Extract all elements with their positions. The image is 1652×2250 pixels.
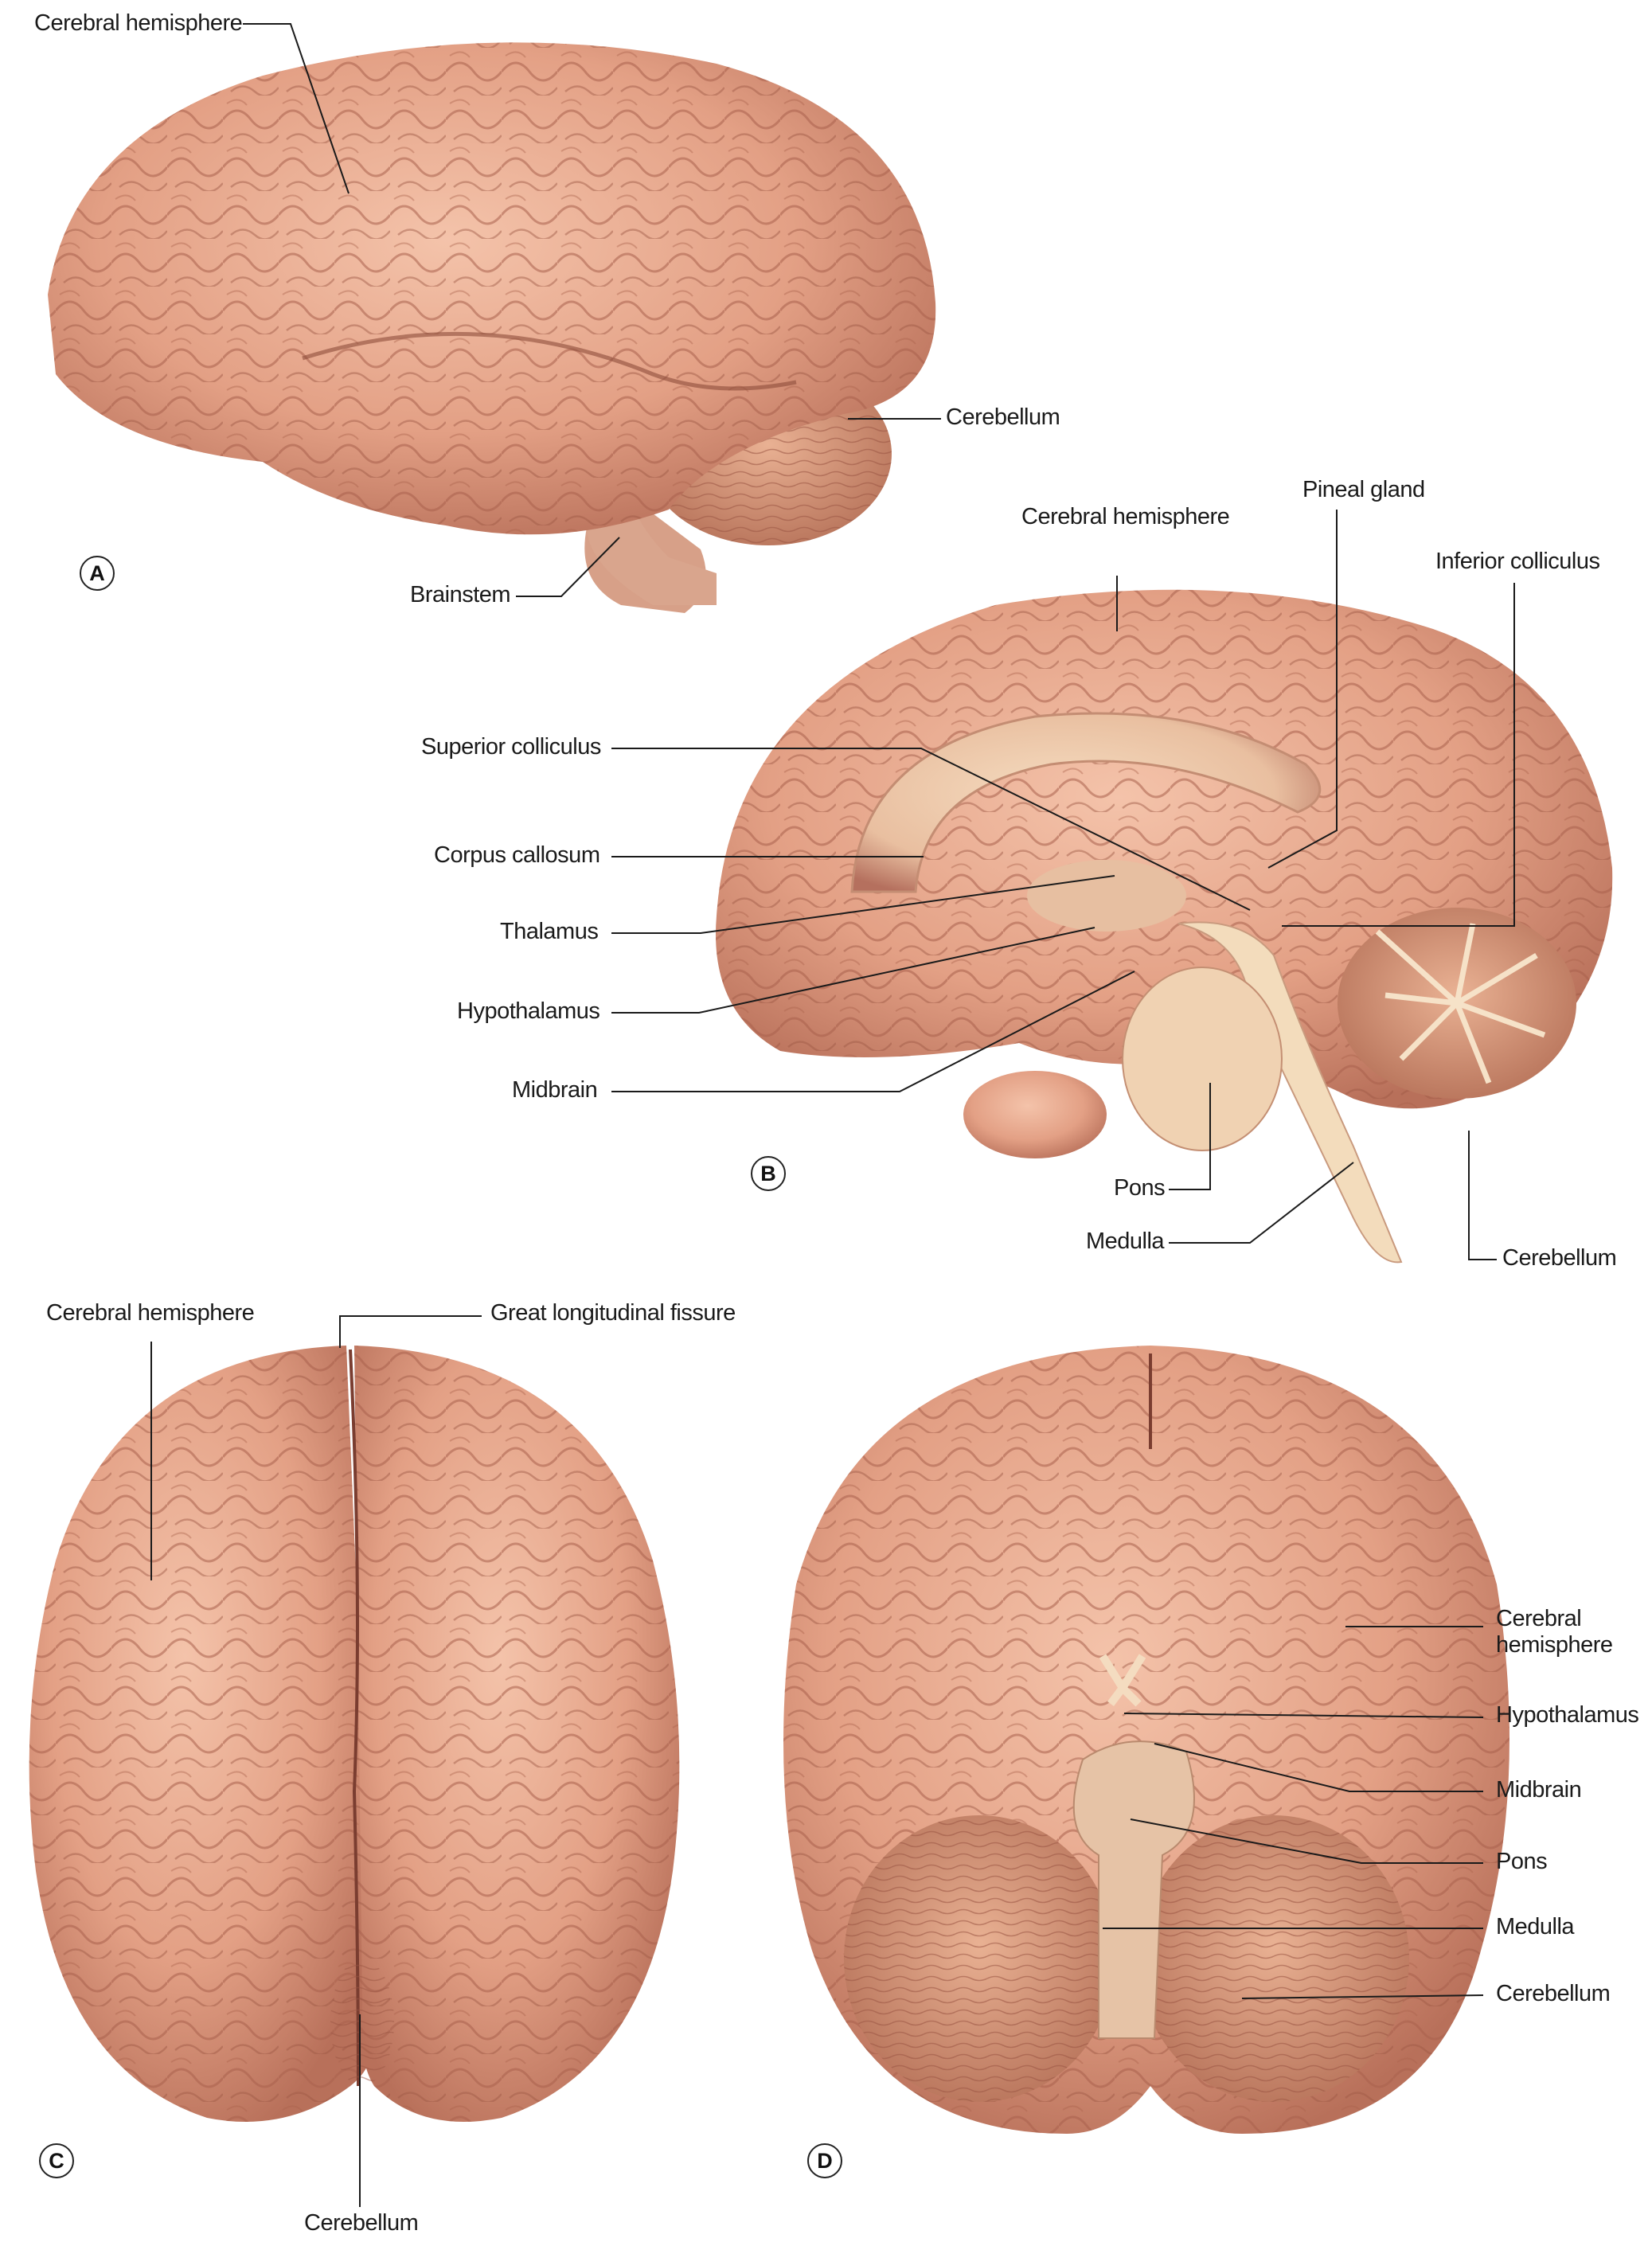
label-b-cerebellum: Cerebellum <box>1502 1245 1617 1271</box>
label-c-cerebral-hemisphere: Cerebral hemisphere <box>46 1300 255 1326</box>
label-a-cerebellum: Cerebellum <box>946 404 1060 430</box>
label-d-cerebral-hemisphere-line2: hemisphere <box>1496 1632 1613 1658</box>
label-d-cerebral-hemisphere-line1: Cerebral <box>1496 1606 1582 1631</box>
brainstem-cut-shape <box>1177 921 1403 1264</box>
panel-b-brain <box>716 589 1613 1264</box>
corpus-callosum-shape <box>850 712 1322 893</box>
pons-shape <box>1122 967 1283 1151</box>
label-a-cerebral-hemisphere: Cerebral hemisphere <box>34 10 243 36</box>
optic-chiasm <box>1099 1654 1146 1707</box>
label-b-medulla: Medulla <box>1086 1229 1165 1254</box>
label-a-brainstem: Brainstem <box>410 582 511 607</box>
label-b-pineal-gland: Pineal gland <box>1302 477 1425 502</box>
panel-a-brain <box>48 42 936 613</box>
panel-badge-d: D <box>807 2143 842 2178</box>
label-c-cerebellum: Cerebellum <box>304 2210 419 2236</box>
label-d-medulla: Medulla <box>1496 1914 1575 1939</box>
label-d-cerebellum: Cerebellum <box>1496 1981 1611 2006</box>
label-b-superior-colliculus: Superior colliculus <box>421 734 601 760</box>
label-b-thalamus: Thalamus <box>500 919 599 944</box>
label-b-hypothalamus: Hypothalamus <box>457 998 600 1024</box>
label-c-great-longitudinal-fissure: Great longitudinal fissure <box>490 1300 736 1326</box>
brainstem-inferior-shape <box>1072 1740 1195 2039</box>
thalamus-shape <box>1027 860 1186 932</box>
panel-d-brain <box>783 1346 1509 2134</box>
panel-badge-a: A <box>80 556 115 591</box>
lateral-sulcus <box>302 331 797 391</box>
label-d-hypothalamus: Hypothalamus <box>1496 1702 1639 1728</box>
panel-c-brain <box>29 1346 680 2122</box>
label-b-inferior-colliculus: Inferior colliculus <box>1435 549 1600 574</box>
label-d-cerebral-hemisphere: Cerebral hemisphere <box>1496 1606 1613 1659</box>
panel-badge-c: C <box>39 2143 74 2178</box>
label-b-cerebral-hemisphere: Cerebral hemisphere <box>1021 504 1230 529</box>
arbor-vitae <box>1375 923 1546 1084</box>
label-b-midbrain: Midbrain <box>512 1077 598 1103</box>
label-b-corpus-callosum: Corpus callosum <box>434 842 600 868</box>
panel-badge-b: B <box>751 1156 786 1191</box>
label-d-midbrain: Midbrain <box>1496 1777 1582 1803</box>
leader-lines <box>150 23 1515 2207</box>
label-b-pons: Pons <box>1114 1175 1166 1201</box>
label-d-pons: Pons <box>1496 1849 1548 1874</box>
